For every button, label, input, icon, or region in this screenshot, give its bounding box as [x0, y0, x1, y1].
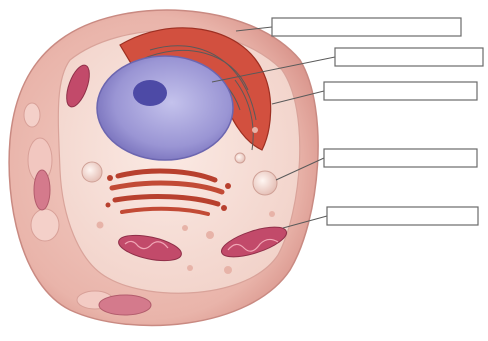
rim-vesicle — [31, 209, 59, 241]
vesicle — [252, 127, 258, 133]
label-box-1[interactable] — [272, 18, 461, 36]
rim-vesicle — [24, 103, 40, 127]
vesicle — [206, 231, 214, 239]
label-box-4[interactable] — [324, 149, 477, 167]
label-box-5[interactable] — [327, 207, 478, 225]
label-box-3[interactable] — [324, 82, 477, 100]
vesicle — [82, 162, 102, 182]
label-box-2[interactable] — [335, 48, 483, 66]
nucleus — [97, 56, 233, 160]
nucleolus — [133, 80, 167, 106]
rim-mitochondrion — [99, 295, 151, 315]
vesicle — [224, 266, 232, 274]
vesicle — [182, 225, 188, 231]
rim-mitochondrion — [34, 170, 50, 210]
vesicle — [187, 265, 193, 271]
vacuole — [253, 171, 277, 195]
vesicle — [235, 153, 245, 163]
vesicle — [269, 211, 275, 217]
vesicle — [97, 222, 104, 229]
